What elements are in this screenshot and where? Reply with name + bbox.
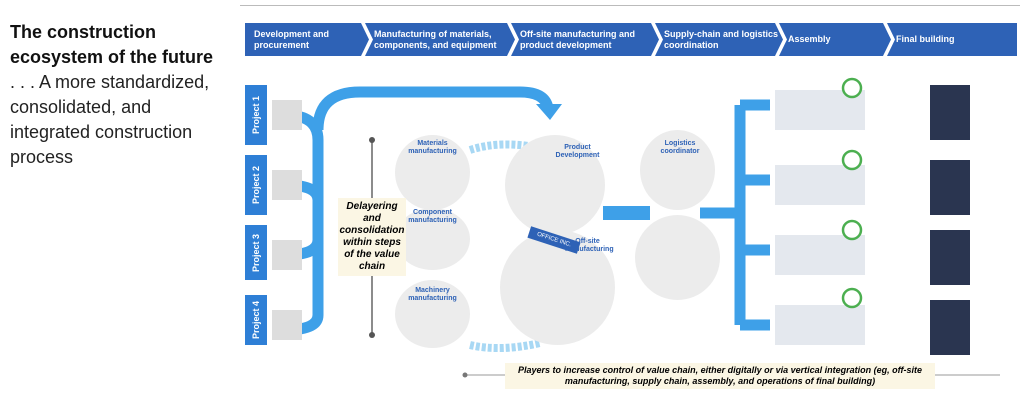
project-desks [272,100,302,340]
feedback-arrow-bottom [469,339,541,353]
materials-circle [395,135,470,210]
subtitle: . . . A more standardized, consolidated,… [10,72,210,167]
project-4: Project 4 [245,295,267,345]
materials-label: Materials manufacturing [408,140,457,155]
project-1: Project 1 [245,85,267,145]
project-3: Project 3 [245,225,267,280]
stage-manufacturing: Manufacturing of materials, components, … [365,23,515,56]
assembly-sites [775,90,865,345]
project-4-label: Project 4 [251,300,261,340]
stage-supply-chain: Supply-chain and logistics coordination [655,23,783,56]
project-2: Project 2 [245,155,267,215]
caption-note: Players to increase control of value cha… [505,363,935,389]
final-buildings [930,85,970,355]
offsite-label: Off-site manufacturing [565,238,614,253]
product-circle [505,135,605,235]
bracket-end-bottom [369,332,375,338]
assembly-branches [700,99,770,331]
title-block: The construction ecosystem of the future… [10,20,235,170]
heading: The construction ecosystem of the future [10,22,214,67]
product-label: Product Development [555,144,600,159]
project-2-label: Project 2 [251,165,261,205]
stage-assembly: Assembly [779,23,891,56]
component-label: Component manufacturing [408,209,457,224]
stage-offsite: Off-site manufacturing and product devel… [511,23,659,56]
stage-final-building: Final building [887,23,1017,56]
machinery-label: Machinery manufacturing [408,287,457,302]
logistics-circle [640,130,715,210]
project-1-label: Project 1 [251,95,261,135]
divider [240,5,1020,6]
stage-bar: Development and procurement Manufacturin… [245,0,1017,60]
clock-icons [841,77,863,309]
project-3-label: Project 3 [251,233,261,272]
caption-line-end [462,372,468,378]
logistics-label: Logistics coordinator [660,140,700,155]
stage-development: Development and procurement [245,23,369,56]
flow-arrowhead [536,104,562,120]
offsite-circle [500,230,615,345]
truck-circle [635,215,720,300]
component-circle [395,208,470,270]
machinery-circle [395,280,470,348]
delayering-note: Delayering and consolidation within step… [338,198,406,276]
bracket-end-top [369,137,375,143]
